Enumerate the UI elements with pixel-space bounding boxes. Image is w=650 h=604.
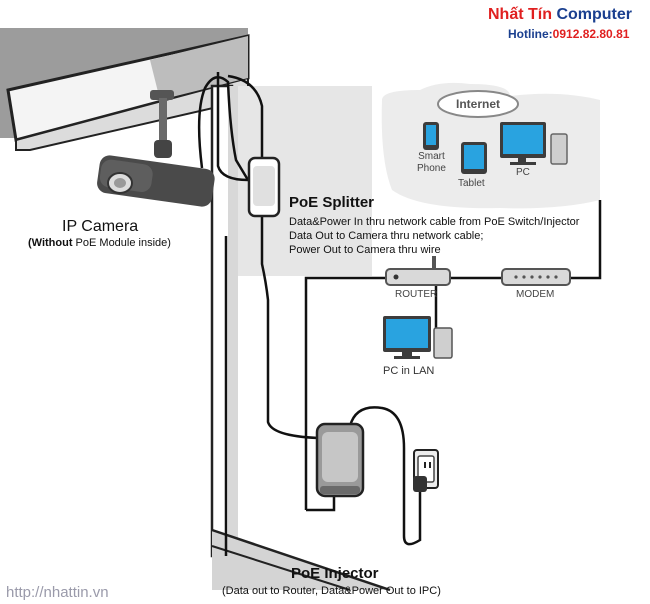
ip-camera-note-rest: PoE Module inside) <box>72 237 171 249</box>
poe-splitter-line-2: Data Out to Camera thru network cable; <box>289 230 484 242</box>
tablet-icon <box>461 142 487 174</box>
pc-in-lan-label: PC in LAN <box>383 365 435 377</box>
ip-camera-title: IP Camera <box>62 218 139 235</box>
tablet-label: Tablet <box>458 178 485 189</box>
ip-camera-note-prefix: (Without <box>28 237 73 249</box>
brand-logo: Nhất Tín Computer <box>488 6 632 24</box>
pc-icon <box>500 122 568 165</box>
brand-name-part2: Computer <box>556 6 633 23</box>
smart-phone-icon <box>423 122 439 150</box>
cables <box>197 72 602 556</box>
ip-camera-note: (Without PoE Module inside) <box>28 237 171 250</box>
internet-cloud <box>381 82 600 209</box>
hotline-number: 0912.82.80.81 <box>552 27 630 41</box>
hotline-label: Hotline: <box>508 27 553 41</box>
building-wall <box>210 84 391 592</box>
pc-in-lan-icon <box>383 316 453 359</box>
poe-splitter-line-1: Data&Power In thru network cable from Po… <box>289 216 580 228</box>
modem-icon <box>501 268 571 286</box>
ip-camera-icon <box>97 90 215 207</box>
roof <box>0 28 250 151</box>
website-url[interactable]: http://nhattin.vn <box>6 584 109 601</box>
internet-title: Internet <box>456 97 501 111</box>
brand-name-part1: Nhất Tín <box>488 6 552 23</box>
poe-injector-note: (Data out to Router, Data&Power Out to I… <box>222 585 441 597</box>
poe-splitter-title: PoE Splitter <box>289 194 375 211</box>
router-label: ROUTER <box>395 289 438 300</box>
router-icon <box>385 256 451 286</box>
poe-injector-title: PoE Injector <box>291 565 379 582</box>
hotline: Hotline:0912.82.80.81 <box>508 27 629 41</box>
poe-injector-icon <box>315 422 365 498</box>
poe-splitter-line-3: Power Out to Camera thru wire <box>289 244 441 256</box>
wall-outlet-icon <box>413 449 439 492</box>
poe-splitter-icon <box>247 156 281 218</box>
smart-phone-label: Smart Phone <box>417 151 446 174</box>
pc-label: PC <box>516 167 530 178</box>
modem-label: MODEM <box>516 289 555 300</box>
